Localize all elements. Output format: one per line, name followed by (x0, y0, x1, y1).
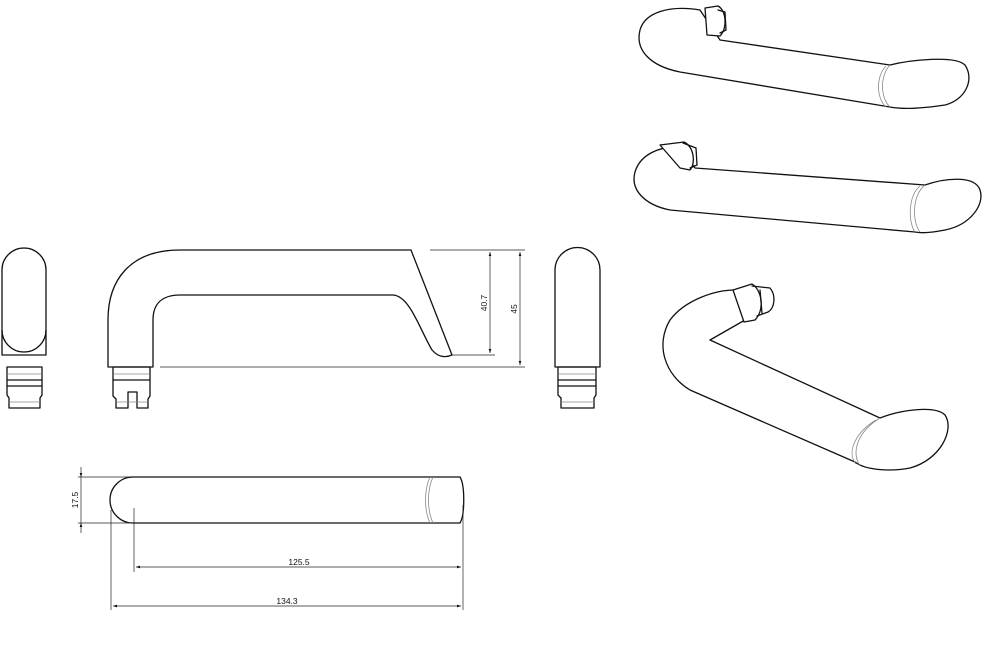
dimension-width: 17.5 (70, 491, 80, 508)
perspective-view-top (638, 5, 970, 110)
end-view-left (1, 247, 47, 409)
dimension-total-length: 134.3 (276, 596, 298, 606)
end-view-right (554, 246, 601, 409)
perspective-view-bottom (662, 283, 949, 471)
height-dimensions: 40.7 45 (160, 249, 525, 368)
perspective-view-middle (633, 141, 982, 234)
dimension-inner-height: 40.7 (479, 294, 489, 311)
dimension-total-height: 45 (509, 304, 519, 314)
dimension-inner-length: 125.5 (288, 557, 310, 567)
side-view (107, 249, 453, 409)
top-view: 17.5 125.5 134.3 (70, 467, 465, 610)
